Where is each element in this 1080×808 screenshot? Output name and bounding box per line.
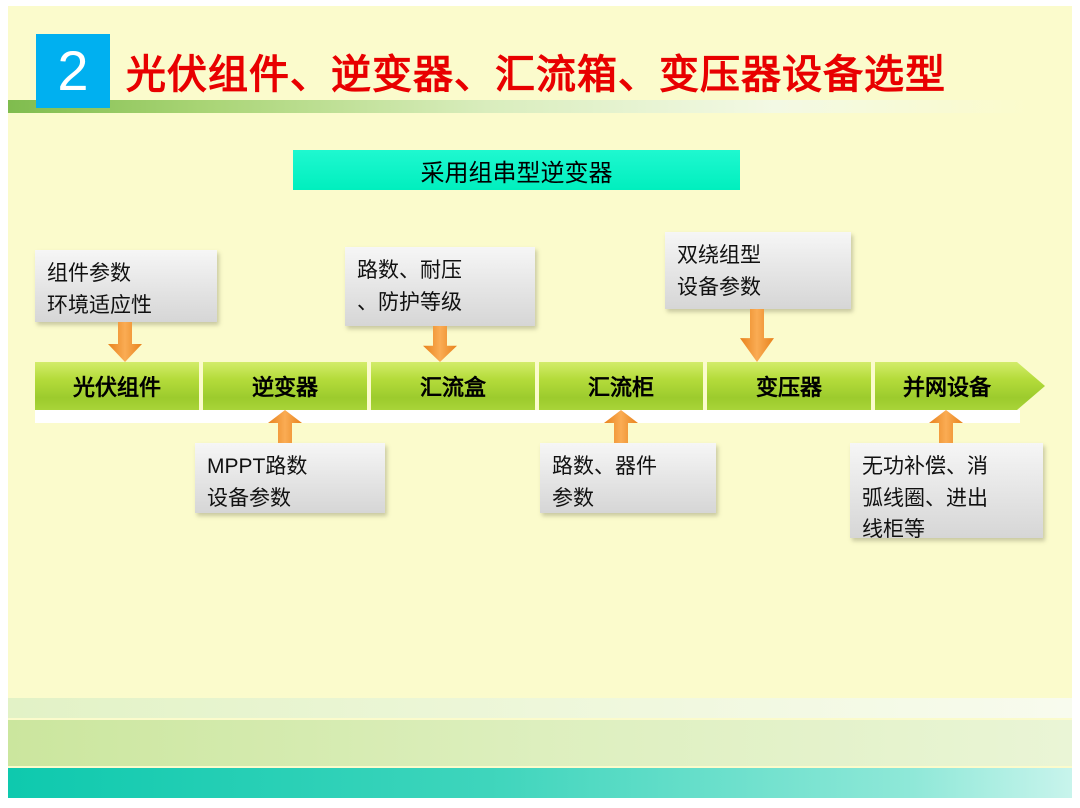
up-arrow-icon — [604, 410, 638, 443]
inverter-type-banner: 采用组串型逆变器 — [293, 150, 740, 190]
bar-segment-inverter: 逆变器 — [203, 362, 367, 410]
footer-band-light-green — [8, 698, 1072, 718]
process-bar: 光伏组件 逆变器 汇流盒 汇流柜 变压器 并网设备 — [35, 362, 1045, 410]
callout-cabinet-params: 路数、器件 参数 — [540, 443, 716, 513]
down-arrow-icon — [108, 322, 142, 362]
footer-band-teal — [8, 768, 1072, 798]
up-arrow-icon — [929, 410, 963, 443]
header-divider-stripe — [8, 100, 1072, 113]
callout-pv-module-params: 组件参数 环境适应性 — [35, 250, 217, 322]
slide-number-badge: 2 — [36, 34, 110, 108]
down-arrow-icon — [740, 309, 774, 362]
footer-band-green — [8, 720, 1072, 766]
slide: 2 光伏组件、逆变器、汇流箱、变压器设备选型 采用组串型逆变器 组件参数 环境适… — [8, 6, 1072, 798]
bar-segment-combiner-box: 汇流盒 — [371, 362, 535, 410]
bar-segment-pv-module: 光伏组件 — [35, 362, 199, 410]
page-title: 光伏组件、逆变器、汇流箱、变压器设备选型 — [126, 53, 946, 97]
bar-underline — [35, 410, 1020, 423]
callout-grid-equipment-params: 无功补偿、消 弧线圈、进出 线柜等 — [850, 443, 1043, 541]
bar-segment-transformer: 变压器 — [707, 362, 871, 410]
down-arrow-icon — [423, 326, 457, 362]
bar-segment-combiner-cabinet: 汇流柜 — [539, 362, 703, 410]
callout-inverter-params: MPPT路数 设备参数 — [195, 443, 385, 513]
up-arrow-icon — [268, 410, 302, 443]
bar-segment-grid-equipment: 并网设备 — [875, 362, 1045, 410]
callout-transformer-params: 双绕组型 设备参数 — [665, 232, 851, 309]
callout-combiner-box-params: 路数、耐压 、防护等级 — [345, 247, 535, 326]
